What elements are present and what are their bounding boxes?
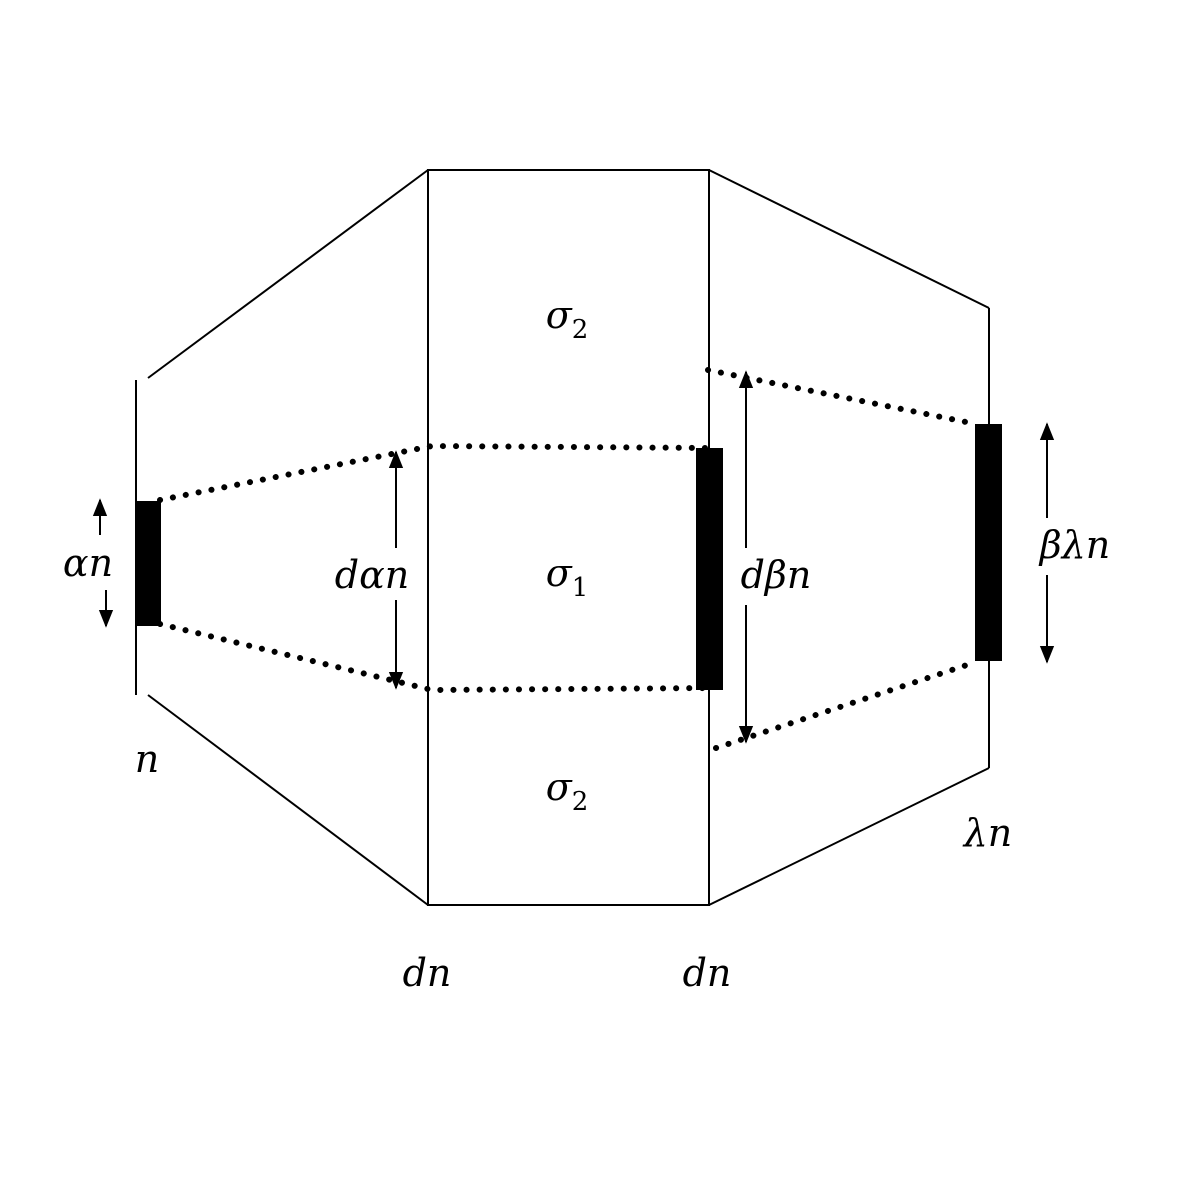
outer-frame (135, 169, 990, 906)
label-dn-right: dn (683, 951, 732, 995)
right-bar (975, 424, 1002, 661)
label-sigma-middle: σ1 (546, 551, 589, 603)
dotted-right-bottom (713, 659, 979, 751)
dotted-left-top (157, 442, 715, 503)
labels: αn n dαn σ2 σ1 σ2 dβn βλn λn dn dn (63, 293, 1110, 995)
label-d-alpha-n: dαn (335, 553, 409, 597)
label-sigma-top: σ2 (546, 293, 589, 345)
label-dn-left: dn (403, 951, 452, 995)
label-beta-lambda-n: βλn (1038, 523, 1111, 567)
label-n: n (135, 737, 159, 781)
label-sigma-bottom: σ2 (546, 765, 589, 817)
left-bar (135, 501, 161, 626)
dotted-connections (157, 367, 979, 751)
dotted-right-top (705, 367, 979, 427)
label-alpha-n: αn (63, 541, 113, 585)
dimension-arrows (92, 370, 1055, 744)
middle-right-bar (696, 448, 723, 690)
upper-left-slant (147, 169, 429, 379)
lower-right-slant (708, 767, 990, 906)
dotted-left-bottom (157, 621, 715, 694)
lower-left-slant (147, 694, 429, 906)
bars (135, 424, 1002, 690)
upper-right-slant (708, 169, 990, 309)
label-d-beta-n: dβn (741, 553, 812, 597)
label-lambda-n: λn (962, 811, 1013, 855)
